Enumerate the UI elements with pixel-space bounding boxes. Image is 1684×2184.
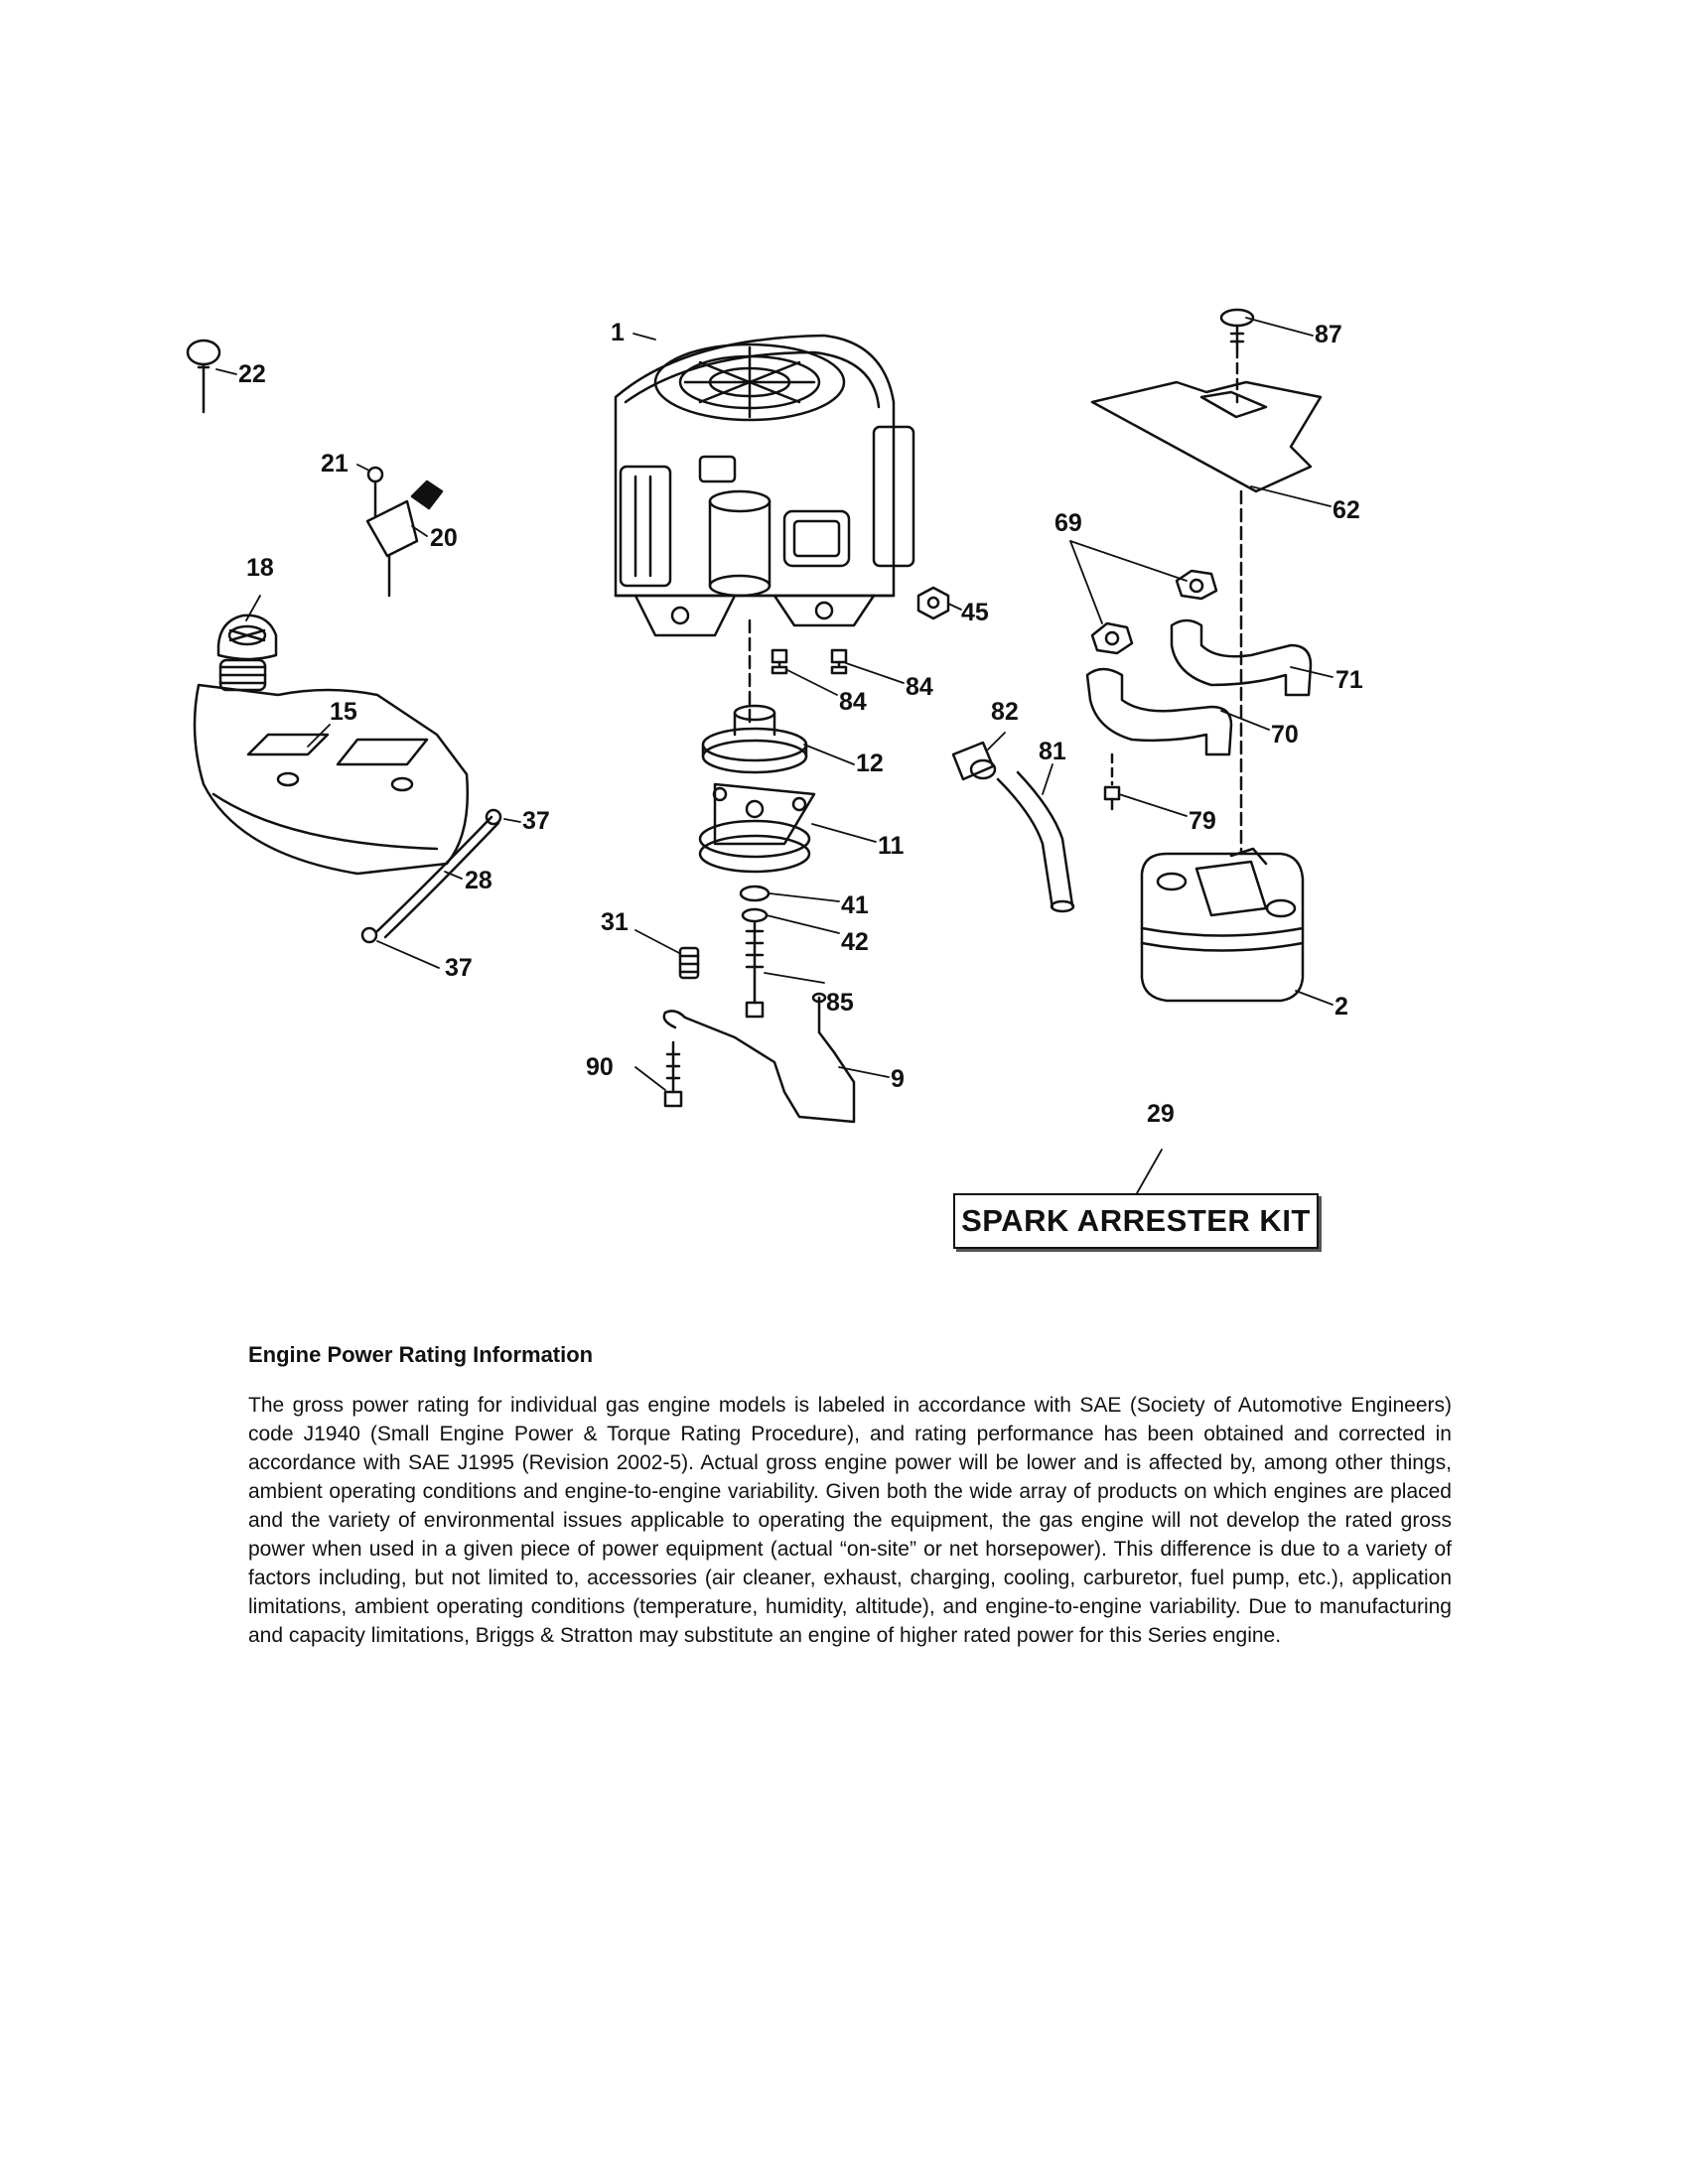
callout-84-right: 84 <box>906 673 933 701</box>
callout-90: 90 <box>586 1053 614 1081</box>
leader-lines <box>215 317 1333 1194</box>
callout-37-bottom: 37 <box>445 954 473 982</box>
callout-42: 42 <box>841 928 869 956</box>
callout-70: 70 <box>1271 721 1299 749</box>
part-18-fuel-cap <box>216 614 278 661</box>
part-82-81-hose <box>951 741 1075 913</box>
callout-31: 31 <box>601 908 629 936</box>
engine-part <box>614 334 915 637</box>
callout-84-left: 84 <box>839 688 867 716</box>
part-62-heat-shield <box>1090 308 1323 856</box>
part-15-fuel-tank <box>193 658 470 876</box>
callout-82: 82 <box>991 698 1019 726</box>
part-31-fitting <box>678 946 700 980</box>
center-stack <box>698 618 848 1019</box>
callout-12: 12 <box>856 750 884 777</box>
part-9-rod <box>662 992 856 1124</box>
callout-28: 28 <box>465 867 492 894</box>
part-28-fuel-line <box>360 808 502 944</box>
section-heading: Engine Power Rating Information <box>248 1342 594 1367</box>
part-45-nut <box>916 586 950 620</box>
part-70-71-pipes <box>1085 569 1313 811</box>
callout-11: 11 <box>878 832 905 860</box>
spark-arrester-kit-box: SPARK ARRESTER KIT <box>953 1193 1319 1249</box>
callout-85: 85 <box>826 989 854 1017</box>
callout-22: 22 <box>238 360 266 388</box>
callout-20: 20 <box>430 524 458 552</box>
callout-45: 45 <box>961 599 989 626</box>
callout-labels: 22 1 21 20 18 15 37 28 37 31 84 84 12 11… <box>238 319 1363 1128</box>
section-body: The gross power rating for individual ga… <box>248 1394 1452 1647</box>
callout-41: 41 <box>841 891 869 919</box>
callout-69: 69 <box>1054 509 1082 537</box>
callout-71: 71 <box>1335 666 1363 694</box>
callout-81: 81 <box>1039 738 1066 765</box>
callout-1: 1 <box>611 319 625 346</box>
part-20-bracket <box>365 466 444 598</box>
callout-87: 87 <box>1315 321 1342 348</box>
exploded-parts-diagram: 22 1 21 20 18 15 37 28 37 31 84 84 12 11… <box>186 308 1363 1194</box>
callout-9: 9 <box>891 1065 905 1093</box>
engine-power-rating-section: Engine Power Rating Information The gros… <box>248 1342 1452 1651</box>
callout-37-top: 37 <box>522 807 550 835</box>
callout-62: 62 <box>1333 496 1360 524</box>
part-22-knob <box>186 339 221 414</box>
part-2-muffler <box>1140 847 1305 1003</box>
spark-arrester-kit-label: SPARK ARRESTER KIT <box>961 1203 1311 1238</box>
callout-2: 2 <box>1334 993 1348 1021</box>
callout-18: 18 <box>246 554 274 582</box>
callout-29: 29 <box>1147 1100 1175 1128</box>
callout-15: 15 <box>330 698 357 726</box>
callout-79: 79 <box>1189 807 1216 835</box>
callout-21: 21 <box>321 450 349 478</box>
